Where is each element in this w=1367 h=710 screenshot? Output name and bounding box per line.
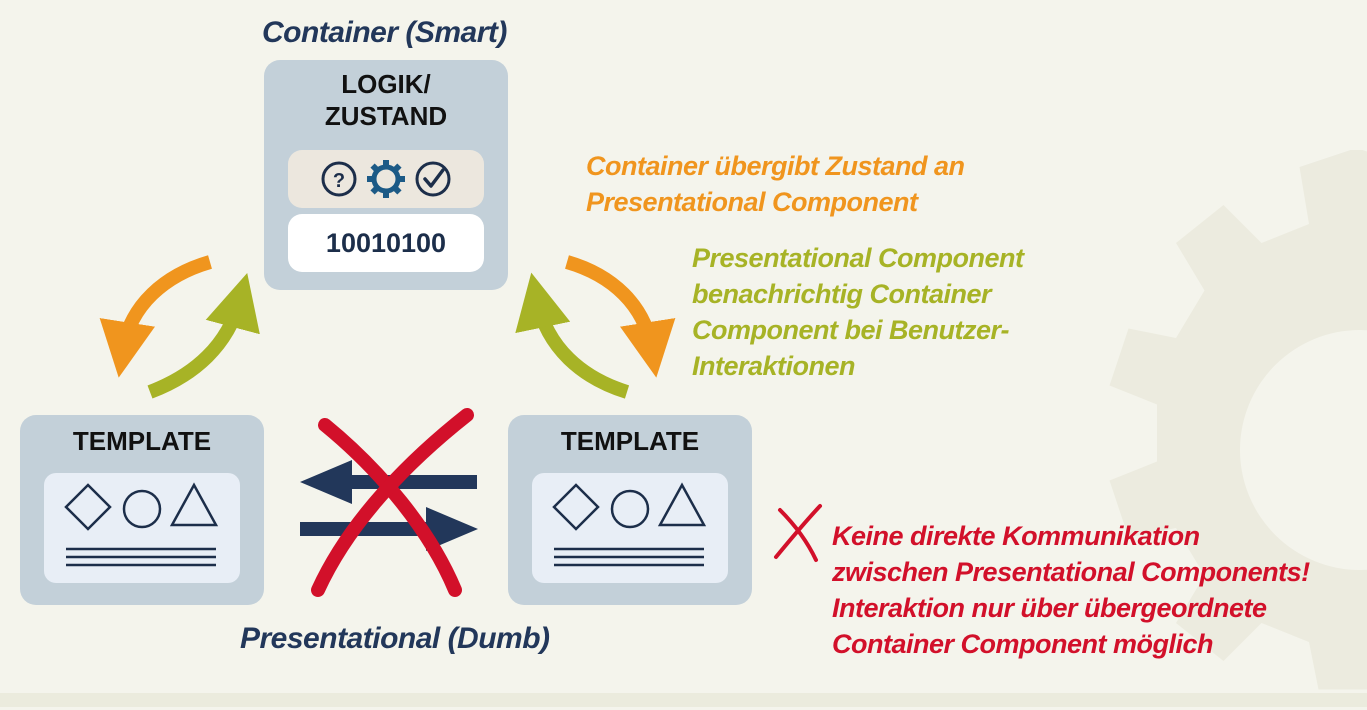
template-left-title: TEMPLATE: [72, 426, 212, 456]
presentational-dumb-label: Presentational (Dumb): [240, 622, 550, 655]
right-green-arrow: [515, 272, 630, 399]
triangle-shape: [169, 482, 219, 527]
bottom-band: [0, 693, 1367, 707]
container-component: LOGIK/ ZUSTAND ?: [264, 60, 508, 290]
template-left: TEMPLATE: [20, 415, 264, 605]
container-smart-label: Container (Smart): [262, 16, 507, 49]
circle-shape: [122, 489, 162, 529]
diamond-shape: [64, 483, 112, 531]
left-orange-arrow: [99, 255, 213, 378]
template-left-content: [44, 473, 240, 583]
red-annotation: Keine direkte Kommunikation zwischen Pre…: [832, 521, 1310, 659]
template-right-content: [532, 473, 728, 583]
gear-icon: [367, 160, 405, 198]
question-icon: ?: [321, 161, 357, 197]
orange-annotation: Container übergibt Zustand an Presentati…: [586, 151, 965, 217]
check-icon: [415, 161, 451, 197]
state-binary-value: 10010100: [288, 214, 484, 272]
template-right: TEMPLATE: [508, 415, 752, 605]
big-cross-icon: [311, 408, 474, 597]
left-green-arrow: [147, 272, 260, 399]
diamond-shape: [552, 483, 600, 531]
triangle-shape: [657, 482, 707, 527]
template-right-title: TEMPLATE: [560, 426, 700, 456]
svg-text:?: ?: [333, 170, 345, 192]
blocked-communication-arrows: [300, 460, 478, 551]
green-annotation: Presentational Component benachrichtig C…: [692, 243, 1024, 381]
background-gear-icon: [1109, 150, 1367, 690]
right-orange-arrow: [564, 255, 676, 378]
state-icon-strip: ?: [288, 150, 484, 208]
warning-cross-icon: [774, 504, 822, 562]
container-title: LOGIK/ ZUSTAND: [324, 69, 448, 131]
circle-shape: [610, 489, 650, 529]
